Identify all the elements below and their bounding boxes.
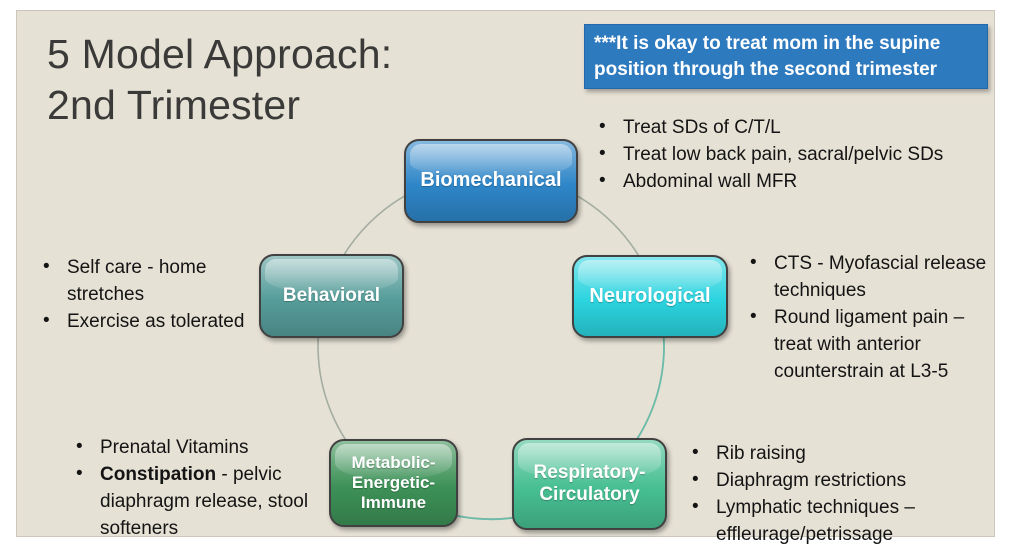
note-item: Rib raising — [690, 439, 980, 467]
note-item: Constipation - pelvic diaphragm release,… — [74, 460, 336, 542]
note-item: Diaphragm restrictions — [690, 466, 980, 494]
note-item: CTS - Myofascial release techniques — [748, 249, 1000, 304]
note-item-bold-lead: Constipation — [100, 464, 217, 485]
note-item: Lymphatic techniques – effleurage/petris… — [690, 493, 980, 548]
slide-title: 5 Model Approach: 2nd Trimester — [47, 31, 393, 128]
model-box-respiratory-circulatory: Respiratory- Circulatory — [512, 438, 667, 530]
notes-behavioral: Self care - home stretches Exercise as t… — [41, 253, 266, 335]
note-item: Exercise as tolerated — [41, 307, 266, 335]
model-label-neurological: Neurological — [589, 284, 711, 307]
note-item: Prenatal Vitamins — [74, 433, 336, 461]
supine-note-banner: ***It is okay to treat mom in the supine… — [584, 24, 988, 90]
model-box-metabolic-energetic-immune: Metabolic- Energetic- Immune — [329, 439, 458, 527]
note-item: Abdominal wall MFR — [597, 167, 997, 195]
model-box-neurological: Neurological — [572, 255, 728, 338]
slide-canvas: 5 Model Approach: 2nd Trimester ***It is… — [16, 10, 997, 545]
note-item: Treat SDs of C/T/L — [597, 113, 997, 141]
note-item: Self care - home stretches — [41, 253, 266, 308]
model-label-metabolic-energetic-immune: Metabolic- Energetic- Immune — [351, 452, 436, 513]
model-label-behavioral: Behavioral — [282, 284, 381, 306]
notes-respiratory-circulatory: Rib raising Diaphragm restrictions Lymph… — [690, 439, 980, 548]
model-box-biomechanical: Biomechanical — [404, 139, 578, 223]
note-item: Treat low back pain, sacral/pelvic SDs — [597, 140, 997, 168]
notes-metabolic-energetic-immune: Prenatal Vitamins Constipation - pelvic … — [74, 433, 336, 542]
model-label-biomechanical: Biomechanical — [420, 169, 562, 192]
note-item-rest: - pelvic diaphragm release, stool soften… — [100, 464, 309, 539]
model-box-behavioral: Behavioral — [259, 254, 404, 338]
notes-biomechanical: Treat SDs of C/T/L Treat low back pain, … — [597, 113, 997, 195]
note-item: Round ligament pain – treat with anterio… — [748, 303, 1000, 385]
model-label-respiratory-circulatory: Respiratory- Circulatory — [533, 461, 646, 505]
notes-neurological: CTS - Myofascial release techniques Roun… — [748, 249, 1000, 385]
